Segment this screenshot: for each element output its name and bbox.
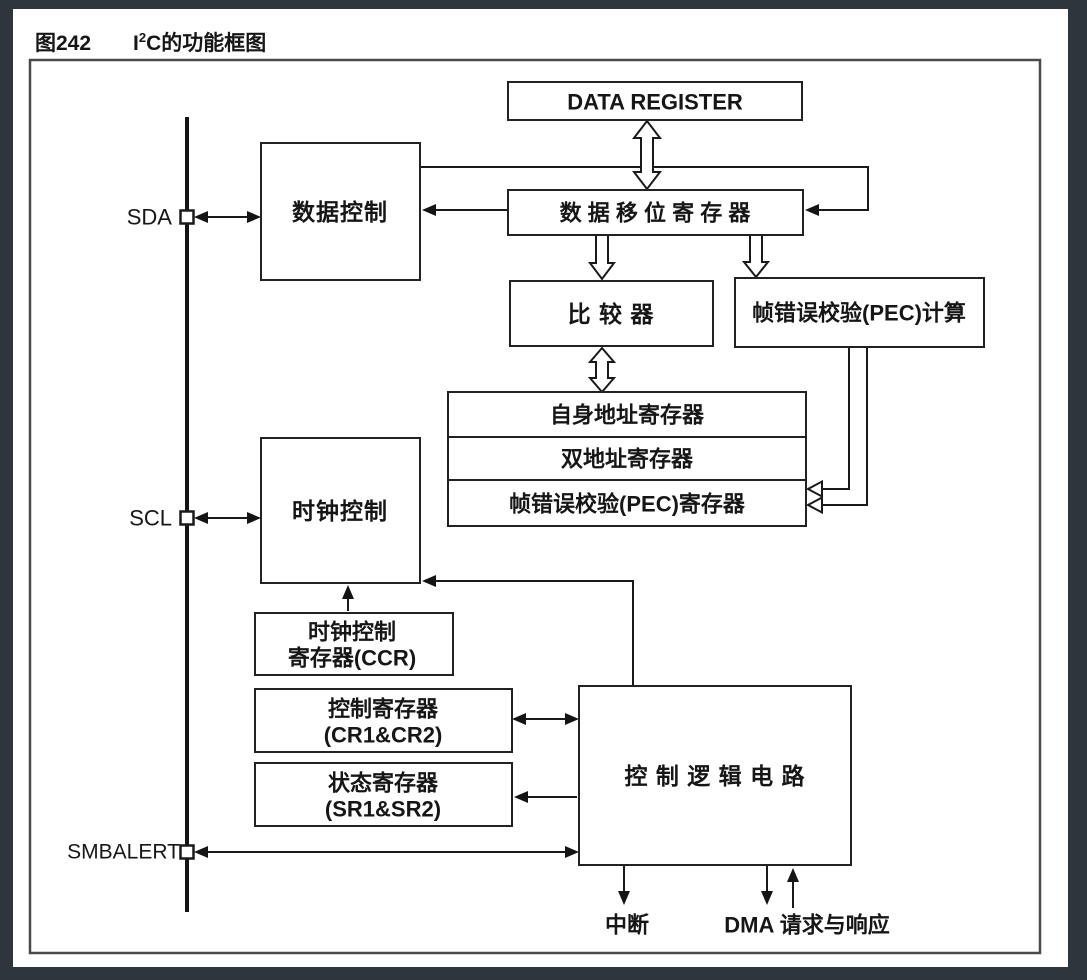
ccr-to-clock-control-arrow [342, 585, 354, 611]
dma-output-label: DMA 请求与响应 [724, 913, 889, 938]
status-registers-label-line2: (SR1&SR2) [325, 797, 441, 822]
sda-pin-label: SDA [127, 205, 173, 230]
clock-control-label: 时钟控制 [292, 498, 388, 524]
pec-calc-to-pec-register-arrows [805, 347, 868, 515]
clock-control-register-block: 时钟控制 寄存器(CCR) [254, 612, 454, 676]
figure-title-superscript: 2 [138, 30, 147, 45]
status-registers-block: 状态寄存器 (SR1&SR2) [254, 762, 513, 827]
figure-title: I2C的功能框图 [133, 30, 267, 55]
dma-request-arrow [761, 865, 773, 905]
data-control-block: 数据控制 [260, 142, 421, 281]
control-registers-control-logic-arrow [512, 713, 579, 725]
pec-calculation-label: 帧错误校验(PEC)计算 [752, 301, 966, 326]
dma-response-arrow [787, 868, 799, 908]
pec-register-label: 帧错误校验(PEC)寄存器 [509, 492, 746, 517]
ccr-label-line2: 寄存器(CCR) [288, 646, 416, 671]
scl-pin-pad [179, 510, 195, 526]
pec-calculation-block: 帧错误校验(PEC)计算 [734, 277, 985, 348]
comparator-block: 比 较 器 [509, 280, 714, 347]
comparator-label: 比 较 器 [568, 301, 655, 327]
figure-title-rest: C的功能框图 [146, 32, 267, 55]
data-register-block: DATA REGISTER [507, 81, 803, 121]
dual-address-register-label: 双地址寄存器 [561, 447, 694, 472]
data-shift-register-block: 数 据 移 位 寄 存 器 [507, 189, 804, 236]
figure-title-prefix: I [133, 32, 139, 55]
control-logic-block: 控 制 逻 辑 电 路 [578, 685, 852, 866]
clock-control-block: 时钟控制 [260, 437, 421, 584]
interrupt-arrow [618, 865, 630, 905]
figure-caption: 图242 I2C的功能框图 [35, 27, 267, 55]
address-register-stack: 自身地址寄存器 双地址寄存器 帧错误校验(PEC)寄存器 [447, 391, 807, 527]
figure-number: 图242 [35, 32, 92, 55]
shift-register-to-comparator-arrow [588, 234, 616, 281]
sda-data-control-arrow [194, 211, 261, 223]
control-registers-label-line1: 控制寄存器 [328, 697, 439, 722]
shift-register-to-data-control-arrow [422, 204, 508, 216]
scl-clock-control-arrow [194, 512, 261, 524]
own-address-register-label: 自身地址寄存器 [550, 403, 705, 428]
sda-pin-pad [179, 209, 195, 225]
smbalert-pin-label: SMBALERT [67, 841, 180, 864]
control-logic-label: 控 制 逻 辑 电 路 [625, 763, 806, 789]
control-registers-block: 控制寄存器 (CR1&CR2) [254, 688, 513, 753]
smbalert-pin-pad [179, 844, 195, 860]
scl-pin-label: SCL [129, 506, 172, 531]
interrupt-output-label: 中断 [605, 913, 649, 938]
control-logic-to-status-registers-arrow [514, 791, 577, 803]
control-logic-to-clock-control-arrow [422, 575, 634, 686]
shift-register-to-pec-calc-arrow [741, 234, 771, 279]
ccr-label-line1: 时钟控制 [308, 620, 396, 645]
data-shift-register-label: 数 据 移 位 寄 存 器 [560, 201, 752, 226]
data-control-label: 数据控制 [292, 199, 388, 225]
control-registers-label-line2: (CR1&CR2) [324, 723, 443, 748]
status-registers-label-line1: 状态寄存器 [328, 771, 439, 796]
data-register-label: DATA REGISTER [567, 90, 743, 115]
smbalert-control-logic-arrow [194, 846, 579, 858]
